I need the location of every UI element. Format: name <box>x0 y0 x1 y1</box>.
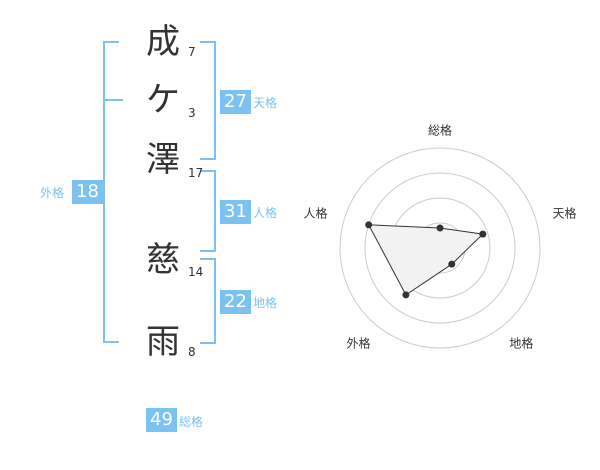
radar-grid-ring-3 <box>364 172 516 324</box>
soukaku-value: 49 <box>146 408 177 432</box>
stroke-count-3: 17 <box>188 166 204 180</box>
radar-axis-label-5: 人格 <box>303 205 327 220</box>
chikaku-bracket <box>200 258 216 344</box>
name-char-2: ケ <box>146 80 180 120</box>
name-char-5: 雨 <box>146 322 180 362</box>
gaikaku-value: 18 <box>72 180 103 204</box>
name-char-4: 慈 <box>146 240 180 280</box>
tenkaku-value: 27 <box>220 90 251 114</box>
radar-axis-label-4: 外格 <box>347 335 371 350</box>
soukaku-label: 総格 <box>179 415 204 429</box>
jinkaku-value: 31 <box>220 200 251 224</box>
radar-axis-label-2: 天格 <box>553 205 577 220</box>
chikaku-value: 22 <box>220 290 251 314</box>
radar-axis-label-1: 総格 <box>428 123 452 138</box>
name-char-1: 成 <box>146 22 180 62</box>
tenkaku-bracket <box>200 41 216 160</box>
gaikaku-bracket <box>103 41 119 343</box>
gaikaku-label: 外格 <box>40 186 65 200</box>
radar-grid-ring-4 <box>339 147 541 349</box>
radar-point-3 <box>448 260 456 268</box>
chikaku-label: 地格 <box>253 296 278 310</box>
gaikaku-tick-inner <box>105 99 123 101</box>
stroke-count-2: 3 <box>188 106 196 120</box>
radar-point-1 <box>436 224 444 232</box>
radar-axis-label-3: 地格 <box>509 335 533 350</box>
jinkaku-bracket <box>200 170 216 252</box>
radar-points <box>365 221 487 299</box>
radar-point-5 <box>365 221 373 229</box>
name-char-3: 澤 <box>146 140 180 180</box>
radar-point-2 <box>479 230 487 238</box>
stroke-count-1: 7 <box>188 45 196 59</box>
stroke-count-5: 8 <box>188 345 196 359</box>
tenkaku-label: 天格 <box>253 96 278 110</box>
jinkaku-label: 人格 <box>253 206 278 220</box>
radar-point-4 <box>402 291 410 299</box>
radar-area <box>367 224 484 296</box>
stroke-count-4: 14 <box>188 265 204 279</box>
